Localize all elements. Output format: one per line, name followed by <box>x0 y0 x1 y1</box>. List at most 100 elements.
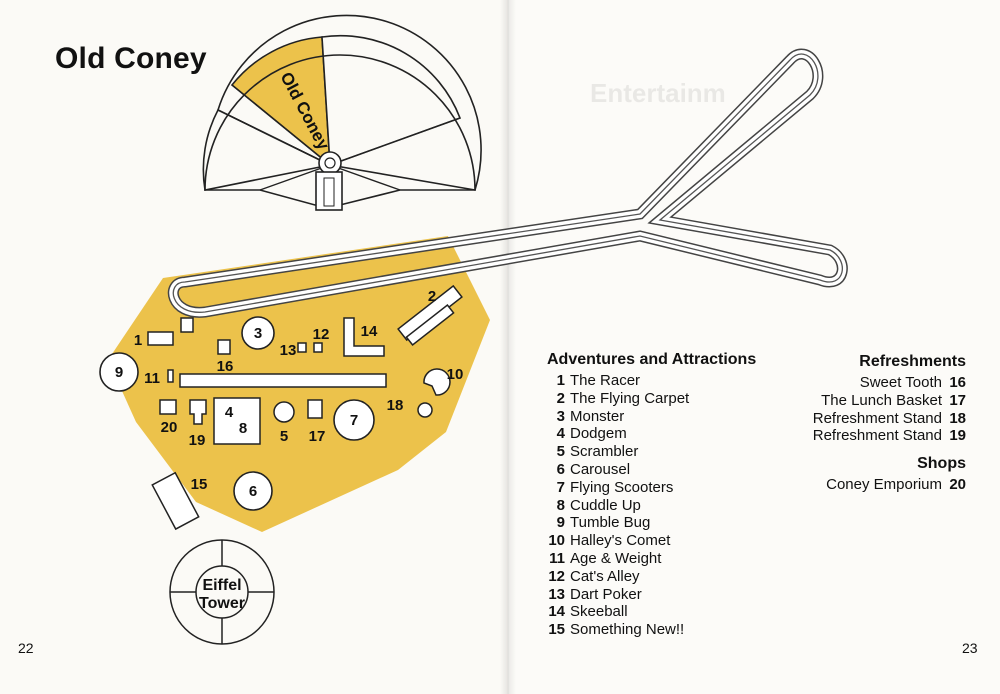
attraction-item: 2 The Flying Carpet <box>547 390 756 408</box>
attraction-number: 14 <box>548 603 565 621</box>
map-marker-label: 5 <box>280 428 288 445</box>
attraction-number: 6 <box>556 460 565 478</box>
attraction-name: Age & Weight <box>570 549 662 567</box>
attraction-item: 11 Age & Weight <box>547 550 756 568</box>
eiffel-tower-ring <box>169 539 275 645</box>
attraction-item: 12 Cat's Alley <box>547 568 756 586</box>
attraction-item: 9 Tumble Bug <box>547 514 756 532</box>
attraction-number: 7 <box>556 478 565 496</box>
attraction-item: 4 Dodgem <box>547 425 756 443</box>
shops-list: Coney Emporium 20 <box>813 476 966 494</box>
eiffel-label-line2: Tower <box>199 595 245 612</box>
refreshment-name: Refreshment Stand <box>812 409 942 427</box>
show-through-text: Entertainm <box>590 78 726 108</box>
attraction-number: 5 <box>556 443 565 461</box>
attraction-name: Dodgem <box>570 425 627 443</box>
attraction-name: The Racer <box>570 372 641 389</box>
attraction-item: 14 Skeeball <box>547 603 756 621</box>
page-number-left: 22 <box>18 640 34 656</box>
attraction-item: 8 Cuddle Up <box>547 497 756 515</box>
old-coney-fan <box>202 14 482 211</box>
refreshment-name: The Lunch Basket <box>821 391 942 409</box>
attraction-name: Dart Poker <box>570 585 642 603</box>
attraction-name: The Flying Carpet <box>570 389 690 407</box>
right-page: Entertainm <box>508 0 1000 694</box>
attraction-name: Flying Scooters <box>570 478 674 496</box>
attraction-name: Carousel <box>570 460 631 478</box>
map-marker-label: 15 <box>191 476 208 493</box>
map-marker-label: 16 <box>217 358 234 375</box>
adventures-list: 1 The Racer 2 The Flying Carpet 3 Monster 4 Dod… <box>547 372 756 639</box>
map-marker-label: 1 <box>134 332 142 349</box>
attraction-item: 7 Flying Scooters <box>547 479 756 497</box>
refreshment-number: 19 <box>949 427 966 445</box>
map-marker-label: 10 <box>447 366 464 383</box>
attraction-number: 1 <box>556 372 565 389</box>
map-title: Old Coney <box>55 42 207 75</box>
attraction-name: Skeeball <box>570 603 628 621</box>
attraction-number: 11 <box>549 549 565 567</box>
refreshments-heading: Refreshments <box>859 353 966 370</box>
map-marker-label: 7 <box>350 412 358 429</box>
map-marker-label: 11 <box>144 370 160 387</box>
attraction-name: Tumble Bug <box>570 514 651 532</box>
marker-circle <box>99 352 139 392</box>
map-marker-label: 14 <box>361 323 378 340</box>
attraction-number: 2 <box>556 389 565 407</box>
marker-circle <box>233 471 273 511</box>
marker-circle <box>241 316 275 350</box>
marker-circle <box>333 399 375 441</box>
map-marker-label: 2 <box>428 288 436 305</box>
refreshment-number: 16 <box>949 374 966 391</box>
attraction-buildings <box>147 284 463 531</box>
map-marker-label: 6 <box>249 483 257 500</box>
map-marker-label: 9 <box>115 364 123 381</box>
attraction-item: 5 Scrambler <box>547 443 756 461</box>
map-marker-label: 17 <box>309 428 326 445</box>
refreshment-name: Refreshment Stand <box>812 427 942 445</box>
attraction-item: 3 Monster <box>547 408 756 426</box>
attraction-number: 4 <box>556 425 565 443</box>
map-marker-label: 20 <box>161 419 178 436</box>
map-marker-label: 18 <box>387 397 404 414</box>
attraction-name: Halley's Comet <box>570 532 671 550</box>
attraction-number: 8 <box>556 496 565 514</box>
attraction-item: 6 Carousel <box>547 461 756 479</box>
shop-name: Coney Emporium <box>826 476 942 494</box>
refreshment-item: Sweet Tooth 16 <box>813 374 966 392</box>
refreshment-name: Sweet Tooth <box>859 374 942 391</box>
refreshment-item: The Lunch Basket 17 <box>813 392 966 410</box>
attraction-number: 10 <box>548 532 565 550</box>
attraction-number: 12 <box>548 567 565 585</box>
attraction-name: Cat's Alley <box>570 567 640 585</box>
attraction-name: Cuddle Up <box>570 496 641 514</box>
attraction-name: Scrambler <box>570 443 639 461</box>
attraction-item: 10 Halley's Comet <box>547 532 756 550</box>
map-marker-label: 13 <box>280 342 297 359</box>
refreshment-number: 17 <box>949 391 966 409</box>
shop-item: Coney Emporium 20 <box>813 476 966 494</box>
refreshment-item: Refreshment Stand 19 <box>813 427 966 445</box>
refreshment-number: 18 <box>949 409 966 427</box>
map-marker-label: 8 <box>239 420 247 437</box>
page-number-right: 23 <box>962 640 978 656</box>
map-marker-label: 12 <box>313 326 330 343</box>
shop-number: 20 <box>949 476 966 494</box>
book-spine <box>500 0 516 694</box>
attraction-name: Monster <box>570 407 625 425</box>
racer-track <box>167 48 848 318</box>
attraction-number: 3 <box>556 407 565 425</box>
attraction-number: 9 <box>556 514 565 532</box>
map-marker-label: 4 <box>225 404 234 421</box>
eiffel-label-line1: Eiffel <box>202 577 241 594</box>
refreshment-item: Refreshment Stand 18 <box>813 410 966 428</box>
map-marker-label: 19 <box>189 432 206 449</box>
